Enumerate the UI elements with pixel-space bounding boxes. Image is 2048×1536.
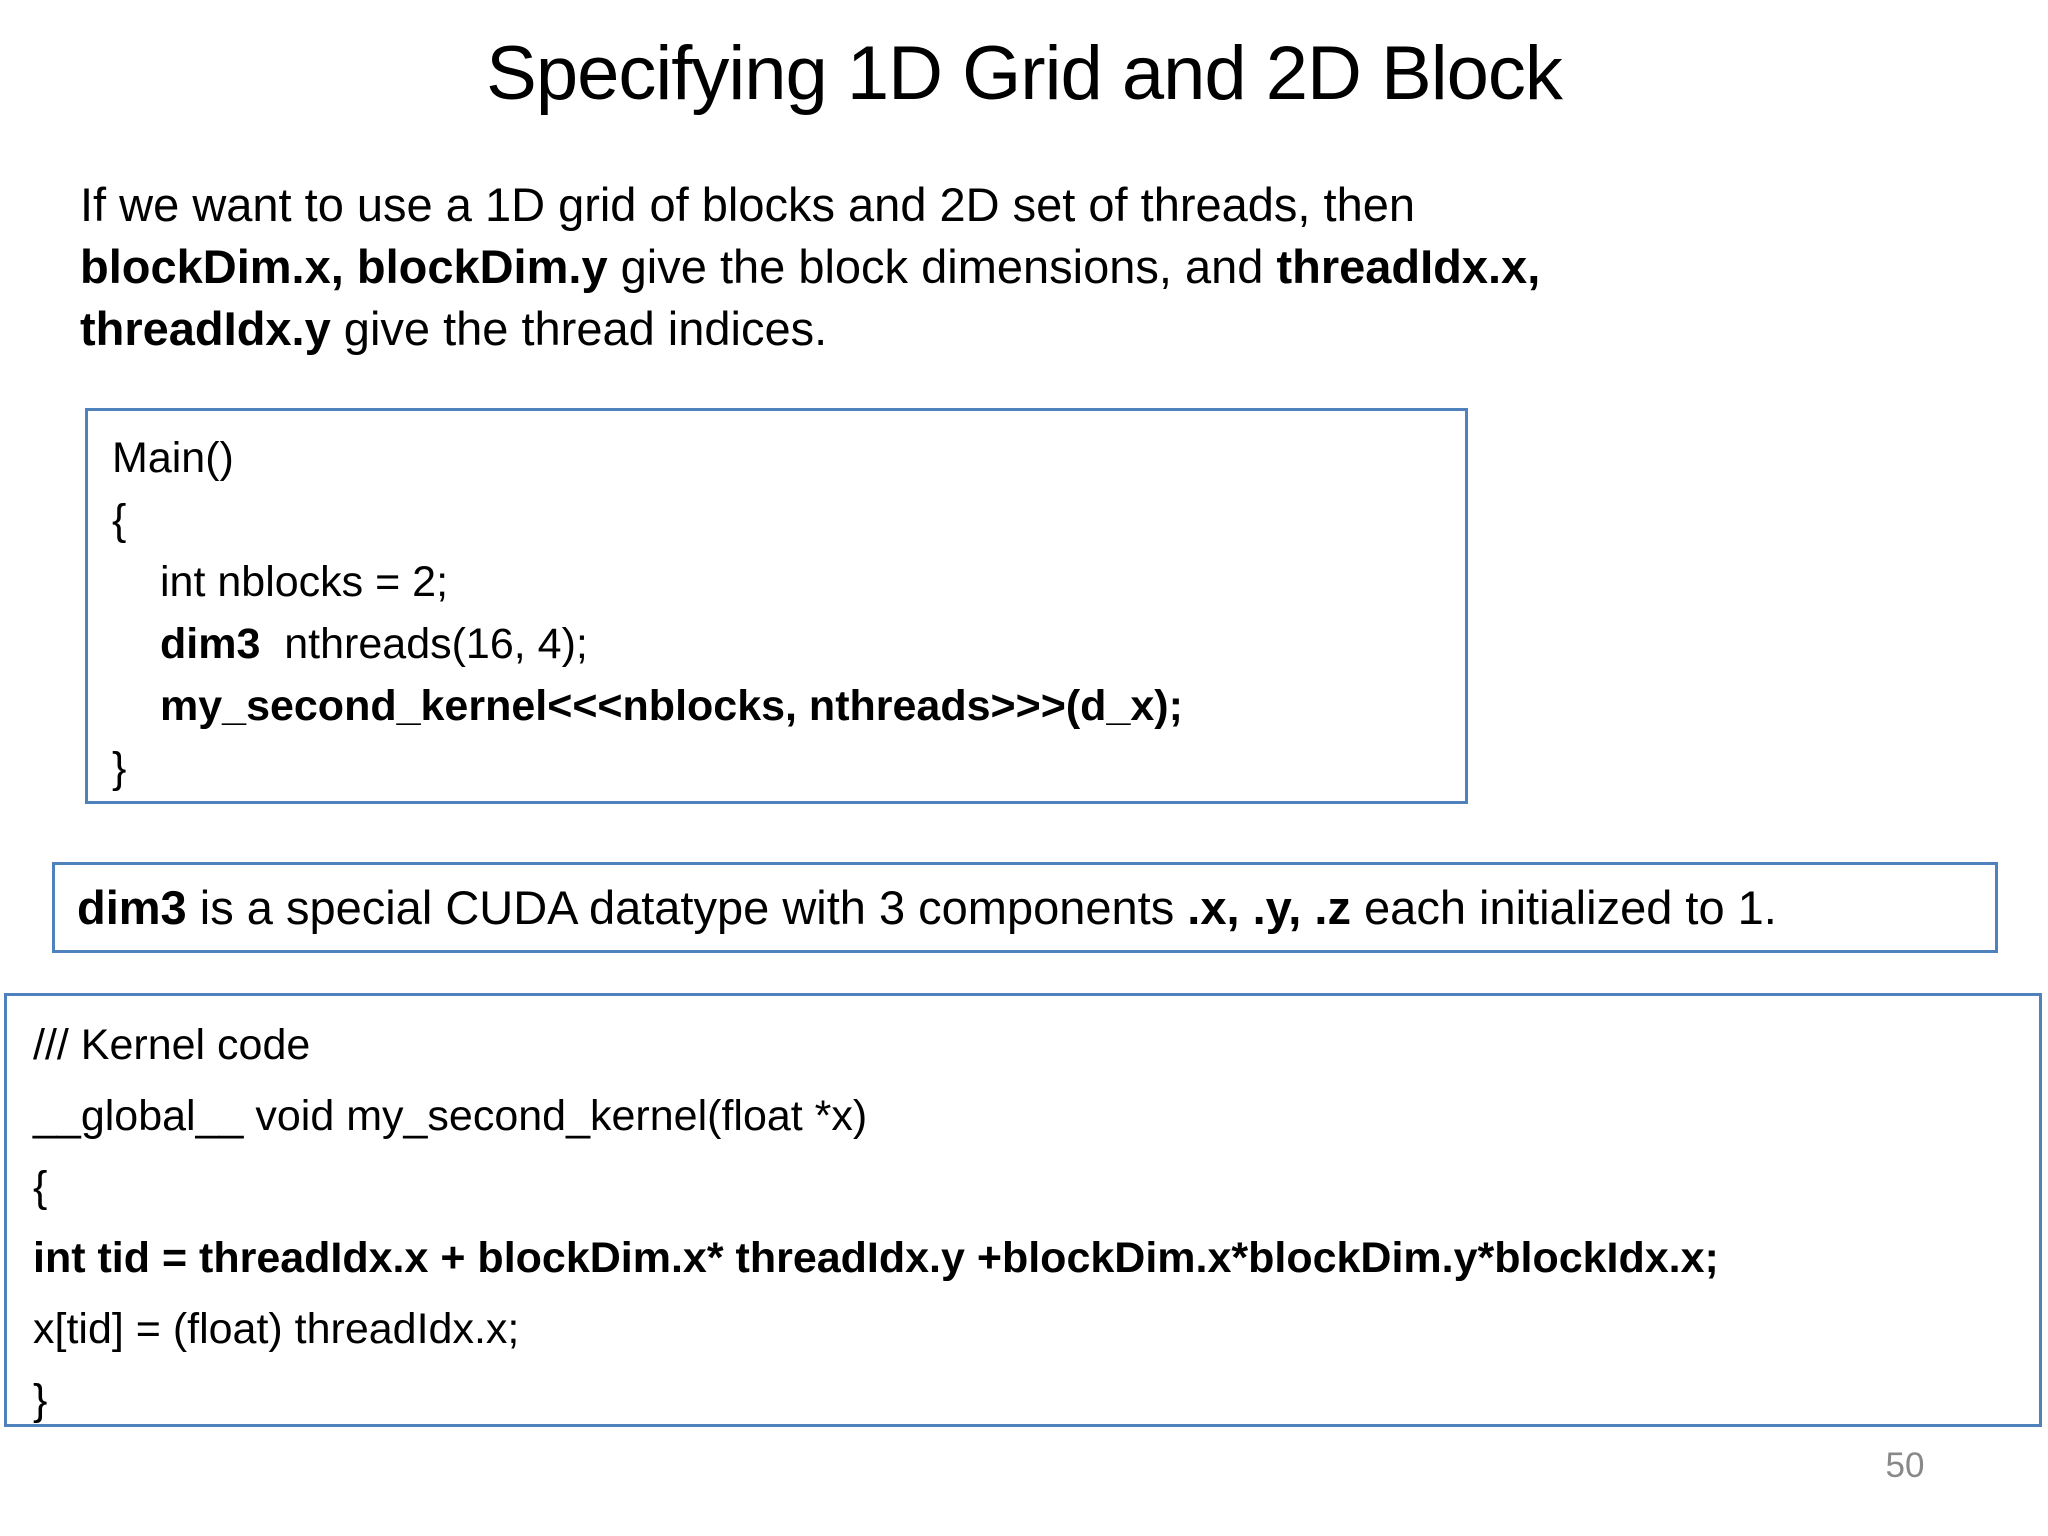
code-line: /// Kernel code xyxy=(33,1021,311,1069)
code-line: } xyxy=(33,1376,48,1424)
code-line: __global__ void my_second_kernel(float *… xyxy=(33,1092,868,1140)
code-line: { xyxy=(112,496,127,544)
kernel-code-box: /// Kernel code __global__ void my_secon… xyxy=(4,993,2042,1427)
code-line: } xyxy=(112,744,127,792)
dim3-note-box: dim3 is a special CUDA datatype with 3 c… xyxy=(52,862,1998,953)
code-line: int nblocks = 2; xyxy=(160,558,449,606)
note-bold-dim3: dim3 xyxy=(77,881,187,934)
intro-line-2: blockDim.x, blockDim.y give the block di… xyxy=(80,236,1940,298)
intro-bold-threadidx-y: threadIdx.y xyxy=(80,302,331,355)
code-line: int tid = threadIdx.x + blockDim.x* thre… xyxy=(33,1223,2029,1294)
page-number: 50 xyxy=(1885,1446,1925,1485)
intro-line-3: threadIdx.y give the thread indices. xyxy=(80,298,1940,360)
main-code-box: Main() { int nblocks = 2; dim3 nthreads(… xyxy=(85,408,1468,804)
code-line: { xyxy=(33,1163,48,1211)
slide-title: Specifying 1D Grid and 2D Block xyxy=(486,31,1563,116)
note-bold-components: .x, .y, .z xyxy=(1187,881,1351,934)
code-text: nthreads(16, 4); xyxy=(260,620,588,668)
code-line: Main() xyxy=(112,434,234,482)
intro-bold-threadidx-x: threadIdx.x, xyxy=(1276,240,1541,293)
intro-text: If we want to use a 1D grid of blocks an… xyxy=(80,178,1416,231)
code-bold-dim3: dim3 xyxy=(160,620,261,668)
dim3-note-text: dim3 is a special CUDA datatype with 3 c… xyxy=(77,880,1777,935)
intro-text: give the thread indices. xyxy=(330,302,828,355)
code-line: x[tid] = (float) threadIdx.x; xyxy=(33,1305,520,1353)
intro-paragraph: If we want to use a 1D grid of blocks an… xyxy=(80,174,1940,360)
code-line: my_second_kernel<<<nblocks, nthreads>>>(… xyxy=(112,675,1445,737)
code-bold-tid-formula: int tid = threadIdx.x + blockDim.x* thre… xyxy=(33,1234,1719,1282)
intro-line-1: If we want to use a 1D grid of blocks an… xyxy=(80,174,1940,236)
note-text: each initialized to 1. xyxy=(1350,881,1777,934)
note-text: is a special CUDA datatype with 3 compon… xyxy=(186,881,1188,934)
code-bold-kernel-call: my_second_kernel<<<nblocks, nthreads>>>(… xyxy=(160,682,1183,730)
code-line: dim3 nthreads(16, 4); xyxy=(112,613,1445,675)
intro-bold-blockdim: blockDim.x, blockDim.y xyxy=(80,240,608,293)
intro-text: give the block dimensions, and xyxy=(607,240,1277,293)
